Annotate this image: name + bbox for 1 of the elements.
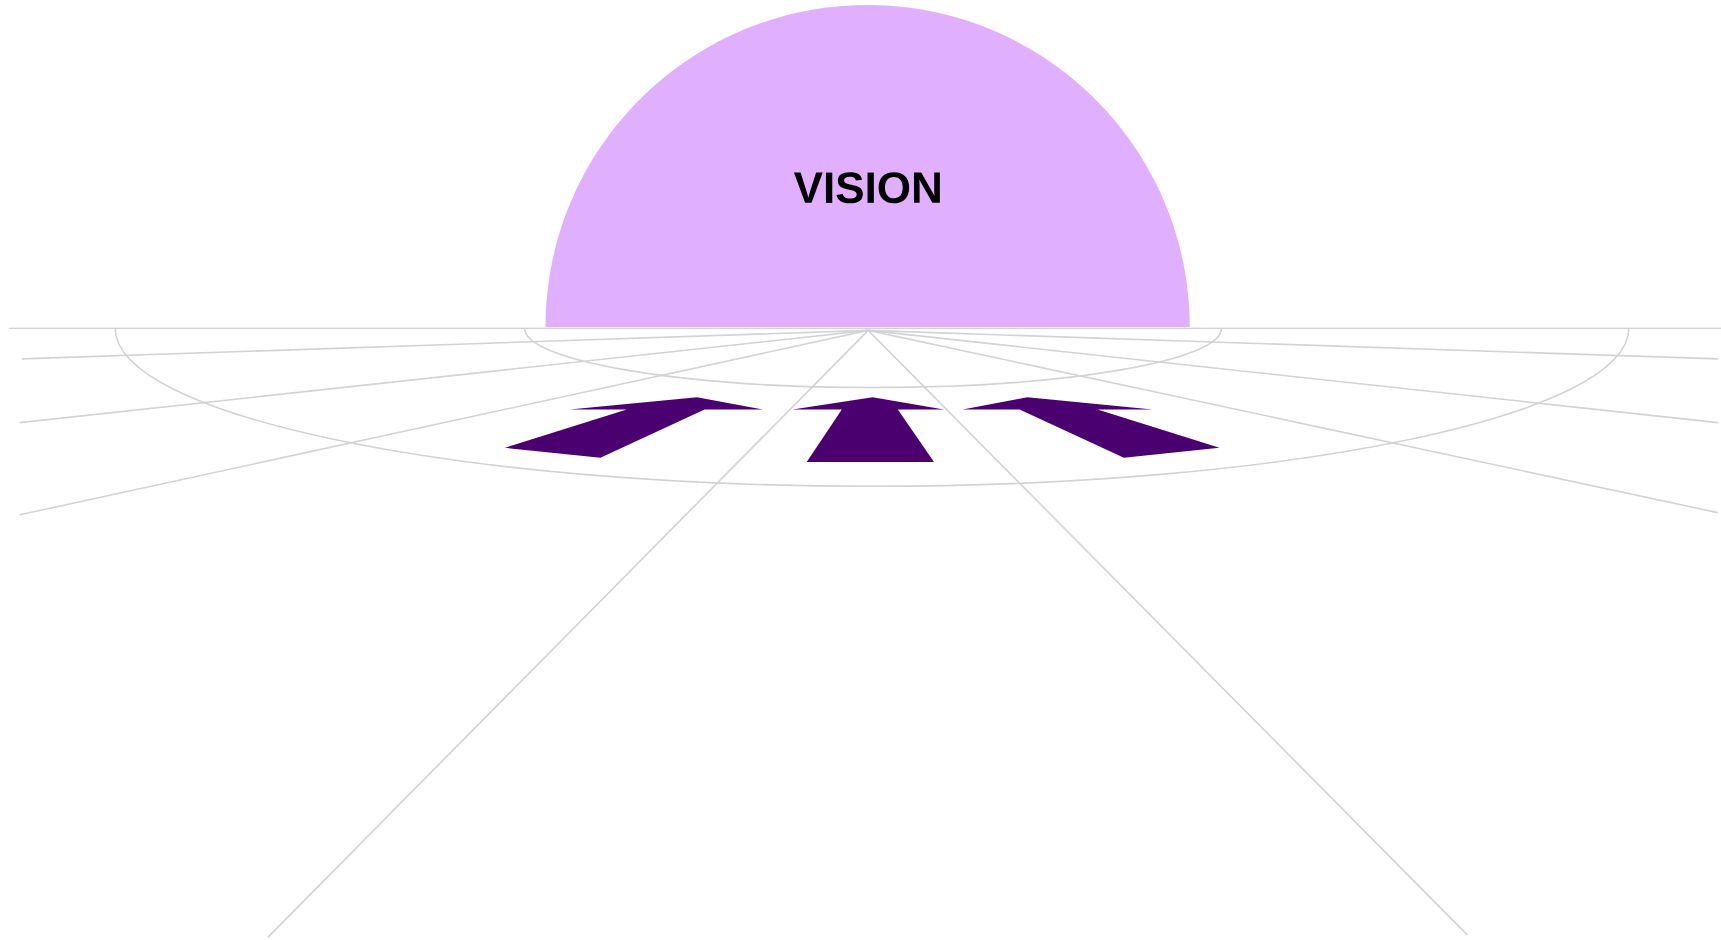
semicircle: VISION — [545, 5, 1190, 328]
